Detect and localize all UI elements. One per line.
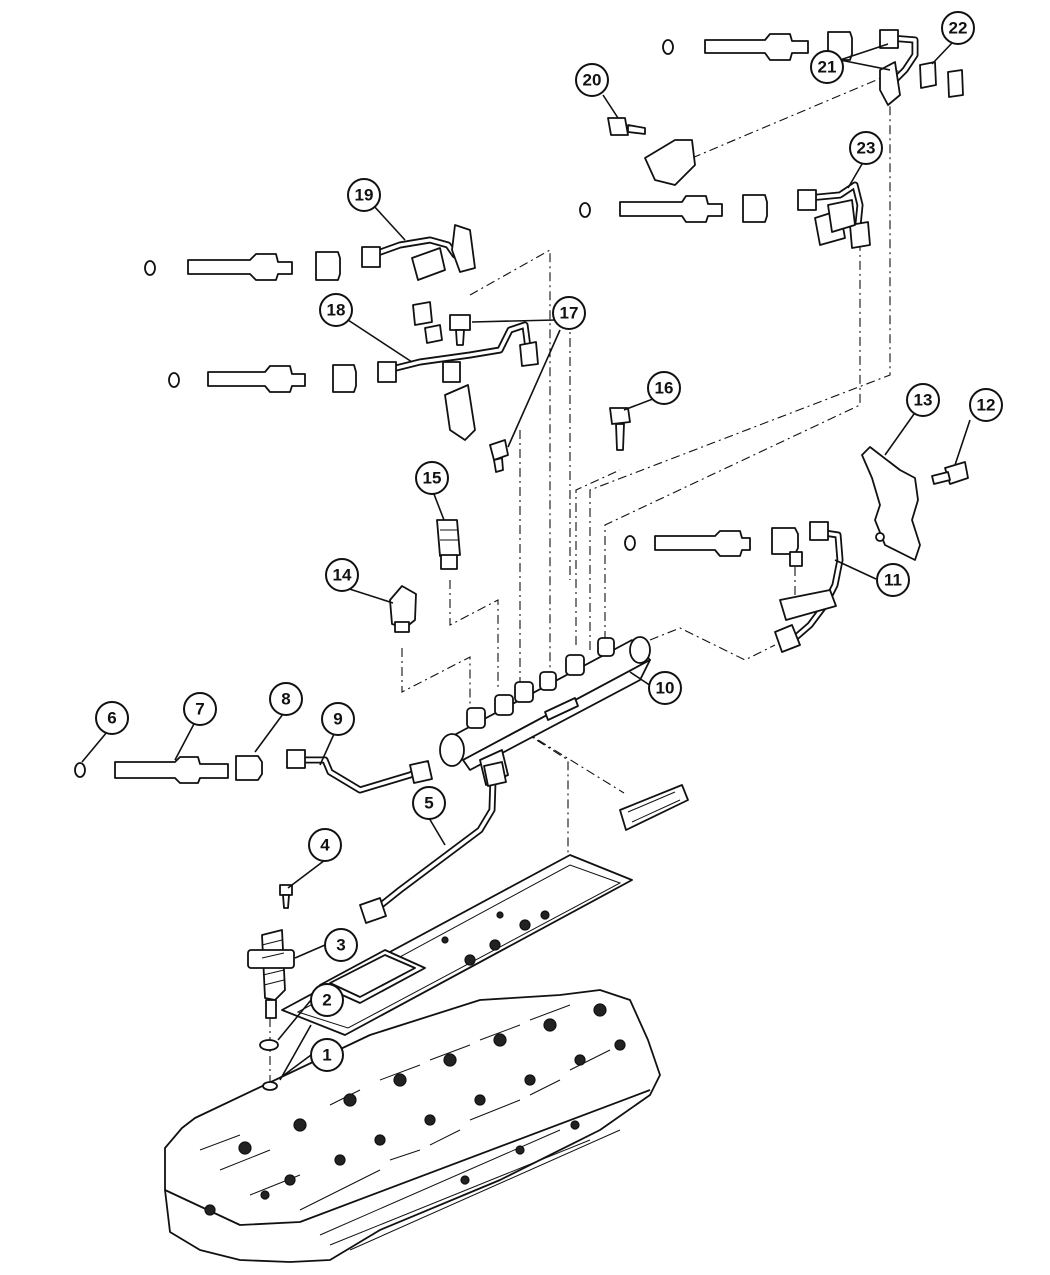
connector-row-front — [74, 749, 433, 794]
bolts-17 — [449, 314, 509, 473]
callout-19: 19 — [347, 178, 381, 212]
callout-13: 13 — [906, 383, 940, 417]
callout-1: 1 — [310, 1038, 344, 1072]
callout-6: 6 — [95, 701, 129, 735]
bolt-16 — [609, 407, 631, 451]
callout-label-9: 9 — [333, 710, 342, 729]
connector-row-21 — [662, 29, 919, 106]
callout-16: 16 — [647, 371, 681, 405]
callout-label-14: 14 — [333, 566, 352, 585]
connector-row-23 — [579, 181, 871, 249]
callout-label-22: 22 — [949, 19, 968, 38]
callout-label-19: 19 — [355, 186, 374, 205]
callout-label-20: 20 — [583, 71, 602, 90]
bracket-13 — [861, 446, 921, 561]
callout-8: 8 — [269, 682, 303, 716]
callout-label-12: 12 — [977, 396, 996, 415]
pressure-sensor-14 — [389, 585, 417, 633]
tube-5 — [359, 761, 507, 924]
callout-23: 23 — [849, 131, 883, 165]
callout-label-6: 6 — [107, 709, 116, 728]
callouts: 1 2 3 4 5 6 7 8 9 10 11 — [95, 11, 1003, 1072]
callout-10: 10 — [648, 671, 682, 705]
callout-5: 5 — [412, 786, 446, 820]
callout-label-1: 1 — [322, 1046, 331, 1065]
callout-20: 20 — [575, 63, 609, 97]
gasket — [281, 854, 633, 1036]
callout-2: 2 — [310, 983, 344, 1017]
bracket-20 — [607, 117, 696, 186]
sensor-15 — [436, 519, 461, 570]
connector-row-right — [624, 521, 844, 653]
connector-row-18 — [168, 301, 539, 441]
injector — [247, 884, 295, 1091]
callout-label-17: 17 — [560, 304, 579, 323]
callout-11: 11 — [876, 563, 910, 597]
callout-4: 4 — [308, 828, 342, 862]
callout-15: 15 — [415, 461, 449, 495]
connector-row-19 — [144, 224, 476, 281]
callout-label-23: 23 — [857, 139, 876, 158]
heat-shield — [619, 784, 689, 831]
callout-label-8: 8 — [281, 690, 290, 709]
callout-12: 12 — [969, 388, 1003, 422]
callout-label-4: 4 — [320, 836, 330, 855]
callout-label-5: 5 — [424, 794, 433, 813]
callout-18: 18 — [319, 293, 353, 327]
callout-label-18: 18 — [327, 301, 346, 320]
callout-22: 22 — [941, 11, 975, 45]
fuel-rail — [439, 636, 651, 786]
cylinder-head — [164, 989, 661, 1263]
callout-21: 21 — [810, 50, 844, 84]
callout-label-15: 15 — [423, 469, 442, 488]
callout-label-3: 3 — [336, 936, 345, 955]
callout-14: 14 — [325, 558, 359, 592]
bolt-12 — [931, 461, 969, 485]
callout-label-21: 21 — [818, 58, 837, 77]
callout-label-7: 7 — [195, 700, 204, 719]
callout-label-10: 10 — [656, 679, 675, 698]
callout-7: 7 — [183, 692, 217, 726]
clip-22 — [919, 61, 964, 98]
callout-17: 17 — [552, 296, 586, 330]
callout-label-11: 11 — [884, 571, 902, 590]
callout-9: 9 — [321, 702, 355, 736]
callout-label-16: 16 — [655, 379, 674, 398]
callout-label-2: 2 — [322, 991, 331, 1010]
callout-label-13: 13 — [914, 391, 933, 410]
callout-3: 3 — [324, 928, 358, 962]
